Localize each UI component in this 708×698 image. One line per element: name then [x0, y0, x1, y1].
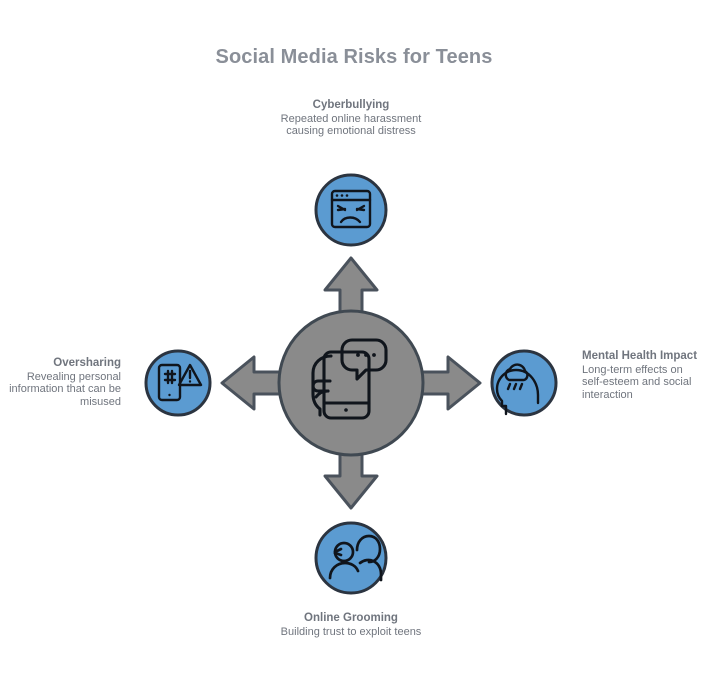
page-title: Social Media Risks for Teens: [215, 46, 493, 68]
node-description: Repeated online harassment causing emoti…: [280, 112, 422, 138]
node-title: Mental Health Impact: [582, 350, 698, 362]
node-mental-health-impact[interactable]: [490, 349, 558, 417]
node-cyberbullying[interactable]: [314, 173, 388, 247]
two-people-icon: [328, 534, 383, 582]
node-online-grooming[interactable]: [314, 521, 388, 595]
label-online-grooming: Online Grooming Building trust to exploi…: [271, 612, 431, 638]
center-hub[interactable]: [277, 309, 425, 457]
node-circle: [490, 349, 558, 417]
hub-circle: [277, 309, 425, 457]
label-mental-health-impact: Mental Health Impact Long-term effects o…: [582, 350, 704, 401]
browser-angry-face-icon: [330, 189, 372, 229]
node-oversharing[interactable]: [144, 349, 212, 417]
head-rain-cloud-icon: [495, 363, 540, 416]
node-title: Cyberbullying: [312, 99, 390, 111]
node-circle: [314, 173, 388, 247]
phone-warning-icon: [157, 363, 203, 402]
node-description: Long-term effects on self-esteem and soc…: [582, 363, 692, 401]
node-description: Building trust to exploit teens: [280, 625, 422, 638]
node-title: Oversharing: [53, 357, 121, 369]
node-description: Revealing personal information that can …: [9, 370, 121, 408]
label-cyberbullying: Cyberbullying Repeated online harassment…: [271, 99, 431, 138]
label-oversharing: Oversharing Revealing personal informati…: [0, 357, 121, 408]
hand-holding-smartphone-chat-icon: [311, 338, 388, 420]
node-title: Online Grooming: [304, 612, 398, 624]
